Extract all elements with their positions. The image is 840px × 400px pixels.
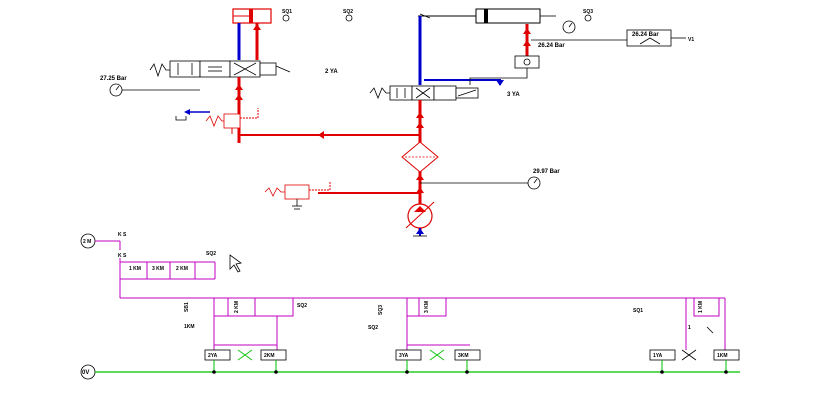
spring-icon: [149, 63, 170, 78]
coil-2ya[interactable]: [204, 349, 231, 361]
one-rung3-label: 1: [688, 325, 691, 331]
spring-icon: [369, 87, 390, 100]
sq2-label: SQ2: [343, 9, 353, 15]
km3-rung2-label: 3 KM: [424, 301, 430, 313]
ks-top-label: K S: [118, 232, 127, 238]
right-hydraulic-branch: SQ3 3 YA 26.2: [369, 8, 694, 230]
flow-arrow-icon: [235, 94, 243, 100]
ks-bottom-label: K S: [118, 253, 127, 259]
sq2-top-label: SQ2: [206, 251, 216, 257]
sq3-label-elec: SQ3: [378, 305, 384, 315]
contact-2-label: 3 KM: [152, 266, 164, 272]
rail-label: 0V: [82, 370, 89, 376]
valve-right-solenoid-label: 3 YA: [507, 92, 520, 98]
flow-arrow-icon: [416, 112, 424, 118]
contact-3-label: 2 KM: [176, 266, 188, 272]
coil-rung2-b-label: 3KM: [458, 353, 469, 359]
electrical-circuit: 2 M K S K S 1 KM 3 KM 2 KM SQ2 SB1 2 KM …: [80, 232, 740, 380]
flow-arrow-icon: [253, 24, 261, 30]
left-cylinder-piston: [249, 9, 253, 23]
sb1-label: SB1: [184, 302, 190, 312]
flow-arrow-icon: [523, 28, 531, 34]
sq1-rung3-label: SQ1: [633, 308, 643, 314]
pressure-switch-lower-value: 26.24 Bar: [538, 43, 565, 49]
sensor-icon[interactable]: [282, 14, 290, 22]
right-return-line-2: [424, 79, 501, 85]
gauge-pump-value: 29.97 Bar: [533, 169, 560, 175]
flow-arrow-icon: [523, 40, 531, 46]
gauge-left[interactable]: [109, 83, 200, 97]
coil-2km[interactable]: [260, 349, 287, 361]
pressure-switch-label: V1: [688, 37, 694, 43]
mouse-cursor-icon: [229, 254, 242, 273]
flow-arrow-icon: [416, 228, 424, 234]
flow-arrow-icon: [184, 109, 190, 115]
tank-icon: [175, 116, 187, 121]
flow-arrow-icon: [416, 174, 424, 180]
right-cylinder-piston: [484, 9, 488, 23]
pump-icon[interactable]: [405, 201, 435, 229]
switch-icon: [639, 37, 661, 45]
solenoid-icon: [259, 62, 277, 76]
sq1-label: SQ1: [282, 9, 292, 15]
flow-arrow-icon: [416, 122, 424, 128]
km1-rung1-label: 1KM: [184, 324, 195, 330]
sensor-icon[interactable]: [345, 14, 353, 22]
left-relief-valve[interactable]: [205, 108, 259, 134]
coil-rung1-a-label: 2YA: [208, 353, 218, 359]
coil-rung2-a-label: 3YA: [399, 353, 409, 359]
km2-rung1-label: 2 KM: [234, 301, 240, 313]
valve-left-solenoid-label: 2 YA: [325, 69, 338, 75]
left-directional-valve[interactable]: [149, 60, 291, 78]
coil-rung3-a-label: 1YA: [653, 353, 663, 359]
coil-rung1-b-label: 2KM: [264, 353, 275, 359]
sq2-rung2-label: SQ2: [368, 325, 378, 331]
left-hydraulic-branch: SQ1 SQ2 2 YA 27.25 Bar: [100, 8, 353, 143]
sq2-rung1-label: SQ2: [297, 303, 307, 309]
pressure-switch-upper-value: 26.24 Bar: [632, 32, 659, 38]
flow-arrow-icon: [318, 131, 324, 139]
filter-icon[interactable]: [401, 141, 439, 173]
power-switch-label: 2 M: [83, 239, 91, 245]
contact-1-label: 1 KM: [129, 266, 141, 272]
flow-arrow-icon: [496, 80, 504, 86]
flow-arrow-icon: [235, 84, 243, 90]
coil-3ya[interactable]: [395, 349, 422, 361]
sensor-icon[interactable]: [584, 14, 592, 22]
flow-arrow-icon: [416, 187, 424, 193]
sq3-label: SQ3: [583, 9, 593, 15]
main-relief-valve[interactable]: [264, 182, 420, 210]
right-directional-valve[interactable]: [369, 85, 479, 101]
coil-rung3-b-label: 1KM: [717, 353, 728, 359]
gauge-left-value: 27.25 Bar: [100, 76, 127, 82]
km1-rung3-label: 1 KM: [698, 301, 704, 313]
